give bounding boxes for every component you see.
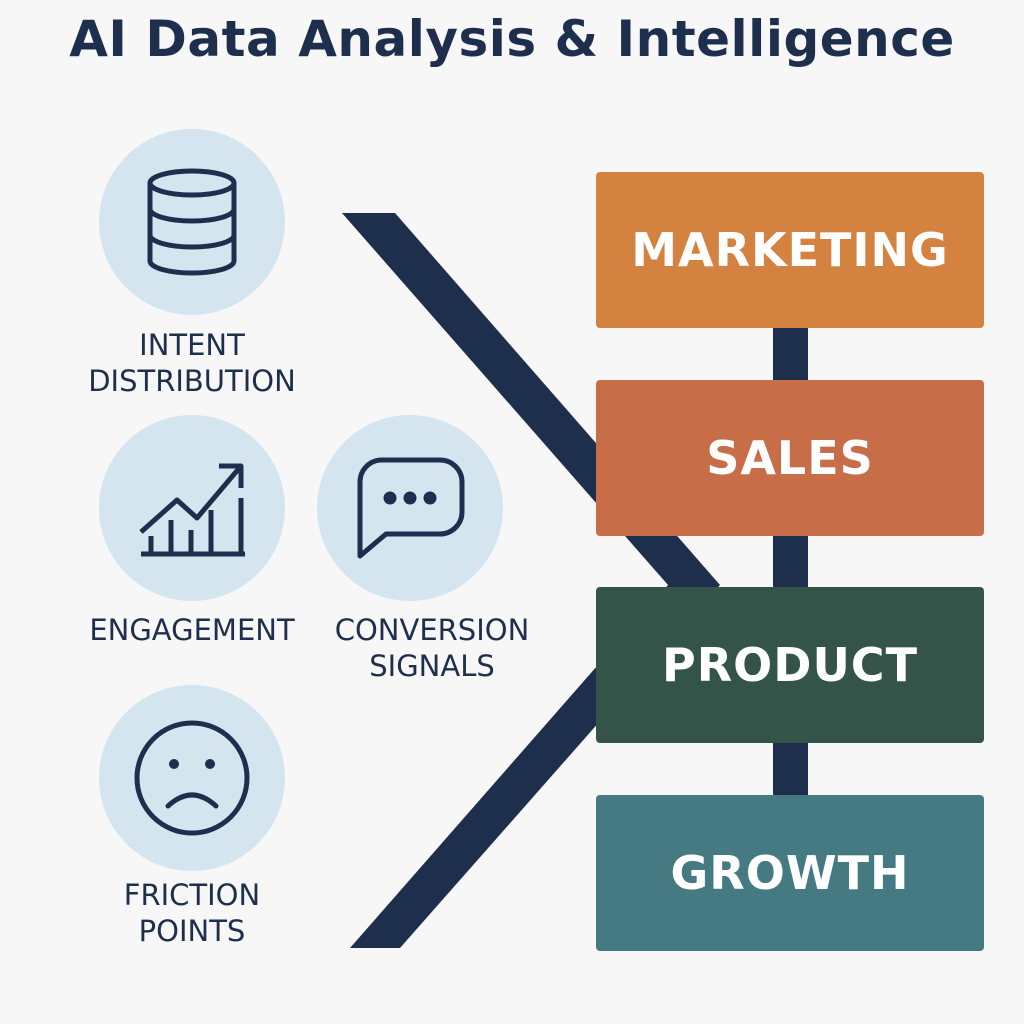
- label-line: ENGAGEMENT: [89, 613, 295, 647]
- input-label-conversion: CONVERSION SIGNALS: [282, 612, 582, 684]
- output-box-sales: SALES: [596, 380, 984, 536]
- label-line: FRICTION: [123, 878, 261, 912]
- input-label-intent: INTENT DISTRIBUTION: [42, 327, 342, 399]
- output-box-product: PRODUCT: [596, 587, 984, 743]
- growth-chart-icon: [139, 463, 245, 557]
- sad-face-icon: [134, 720, 250, 836]
- output-box-growth: GROWTH: [596, 795, 984, 951]
- chat-bubble-icon: [357, 457, 465, 559]
- label-line: SIGNALS: [369, 649, 495, 683]
- input-circle-intent: [99, 129, 285, 315]
- input-circle-engagement: [99, 415, 285, 601]
- label-line: POINTS: [138, 914, 246, 948]
- input-circle-conversion: [317, 415, 503, 601]
- input-label-friction: FRICTION POINTS: [42, 877, 342, 949]
- label-line: DISTRIBUTION: [88, 364, 296, 398]
- page-title: AI Data Analysis & Intelligence: [69, 10, 955, 68]
- label-line: INTENT: [139, 328, 245, 362]
- input-circle-friction: [99, 685, 285, 871]
- output-box-marketing: MARKETING: [596, 172, 984, 328]
- label-line: CONVERSION: [334, 613, 530, 647]
- database-icon: [147, 168, 237, 276]
- input-label-engagement: ENGAGEMENT: [42, 612, 342, 648]
